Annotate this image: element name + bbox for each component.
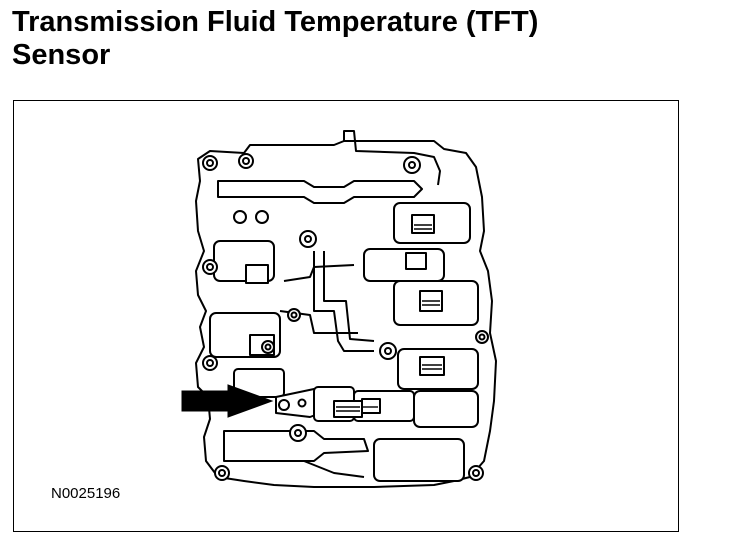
title-line-1: Transmission Fluid Temperature (TFT) (12, 6, 539, 38)
tft-sensor (275, 386, 363, 422)
page-title: Transmission Fluid Temperature (TFT) Sen… (12, 6, 712, 72)
fluid-tube (343, 130, 441, 186)
upper-channel (217, 180, 423, 204)
figure-id: N0025196 (51, 485, 121, 502)
title-line-2: Sensor (12, 39, 111, 71)
lower-channel (223, 430, 369, 462)
solenoid-7 (373, 438, 465, 482)
valve-body-illustration (181, 130, 497, 488)
center-tube-2 (323, 251, 375, 342)
figure-frame: N0025196 (13, 100, 679, 532)
hatch-details (336, 224, 442, 412)
solenoid-2 (363, 248, 445, 282)
arrow-pointer-icon (181, 384, 274, 418)
solenoid-6 (413, 390, 479, 428)
bolt-holes (202, 153, 489, 481)
center-tube-1 (313, 251, 374, 352)
